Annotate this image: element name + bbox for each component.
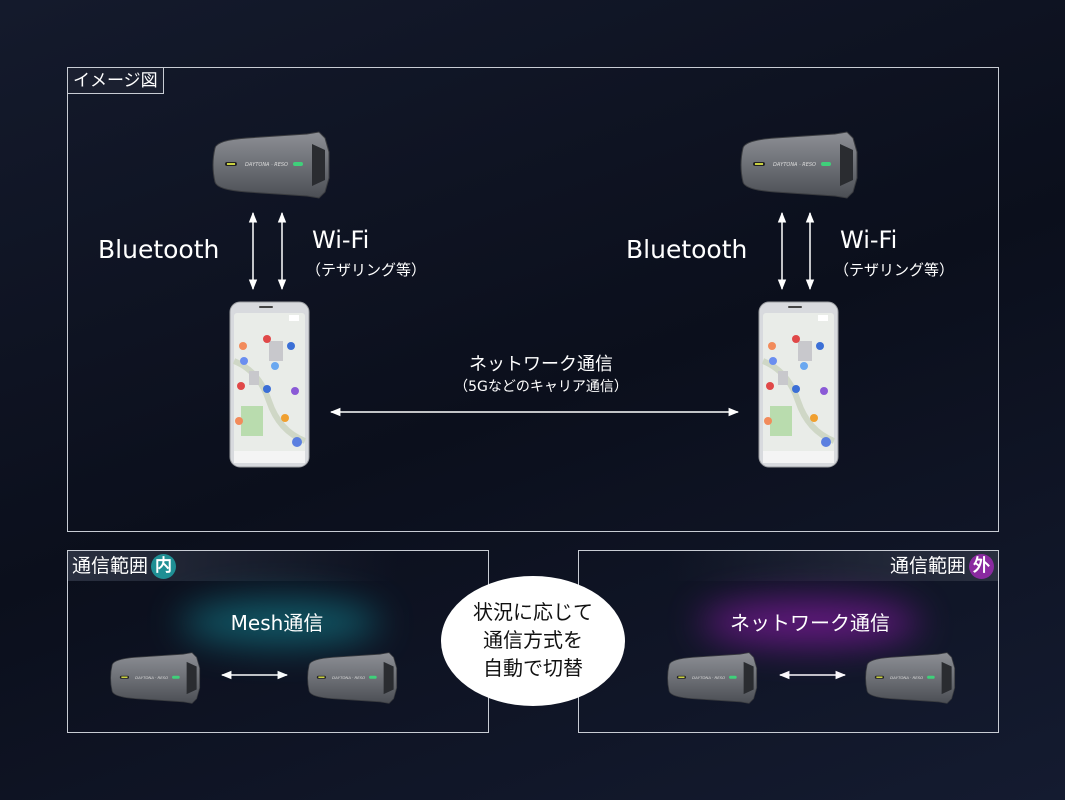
network-glow (700, 600, 920, 645)
wifi-note-right: （テザリング等） (834, 261, 955, 279)
intercom-device-out-1 (663, 643, 759, 713)
wifi-label-right: Wi-Fi (840, 226, 898, 254)
auto-switch-bubble: 状況に応じて 通信方式を 自動で切替 (441, 576, 625, 706)
mesh-glow (180, 600, 380, 645)
out-range-badge: 外 (969, 553, 994, 579)
bluetooth-label-right: Bluetooth (626, 235, 748, 264)
image-diagram-panel: イメージ図 (67, 67, 999, 532)
intercom-device-in-1 (106, 643, 202, 713)
intercom-device-out-2 (861, 643, 957, 713)
wifi-label-left: Wi-Fi (312, 226, 370, 254)
network-subtitle: （5Gなどのキャリア通信） (454, 379, 628, 395)
in-range-panel: 通信範囲 内 (67, 550, 489, 733)
in-range-label: 通信範囲 (72, 555, 149, 577)
panel-label: イメージ図 (68, 68, 164, 94)
bubble-line-1: 状況に応じて (473, 600, 593, 624)
out-range-header: 通信範囲 外 (668, 551, 998, 581)
mesh-label: Mesh通信 (230, 611, 324, 635)
out-range-panel: 通信範囲 外 (578, 550, 999, 733)
intercom-device-in-2 (303, 643, 399, 713)
in-range-badge: 内 (151, 553, 177, 579)
bubble-line-3: 自動で切替 (483, 656, 583, 680)
wifi-note-left: （テザリング等） (306, 261, 427, 279)
network-title: ネットワーク通信 (469, 354, 613, 375)
out-range-label: 通信範囲 (889, 555, 966, 577)
network-out-label: ネットワーク通信 (730, 611, 890, 635)
bluetooth-label-left: Bluetooth (98, 235, 220, 264)
bubble-line-2: 通信方式を (483, 628, 583, 652)
in-range-header: 通信範囲 内 (68, 551, 398, 581)
